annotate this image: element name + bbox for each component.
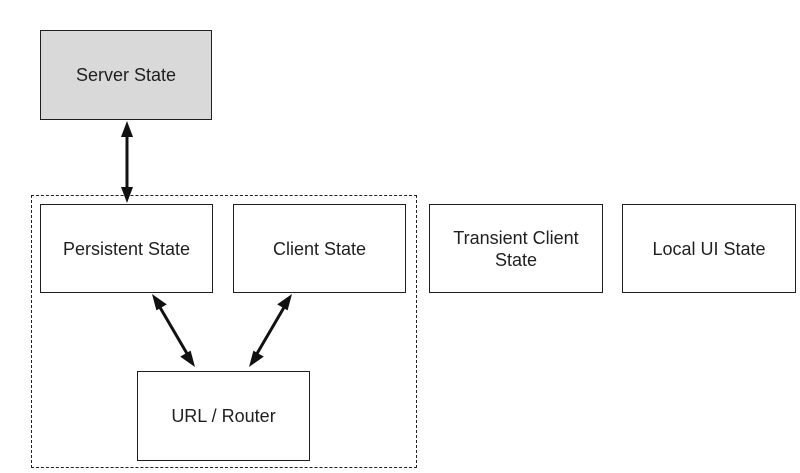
persistent-client-group (31, 195, 417, 468)
arrowhead-up (121, 121, 133, 137)
transient-client-state-node: Transient Client State (429, 204, 603, 293)
local-ui-state-node: Local UI State (622, 204, 796, 293)
client-state-node: Client State (233, 204, 406, 293)
client-state-label: Client State (272, 238, 367, 259)
url-router-label: URL / Router (171, 406, 276, 426)
persistent-state-node: Persistent State (40, 204, 213, 293)
persistent-state-label: Persistent State (62, 238, 191, 259)
local-ui-state-label: Local UI State (652, 238, 766, 259)
transient-client-state-label: Transient Client State (453, 227, 579, 270)
url-router-node: URL / Router (137, 371, 310, 461)
server-state-label: Server State (75, 65, 177, 85)
server-persistent-arrow (121, 121, 133, 203)
server-state-node: Server State (40, 30, 212, 120)
